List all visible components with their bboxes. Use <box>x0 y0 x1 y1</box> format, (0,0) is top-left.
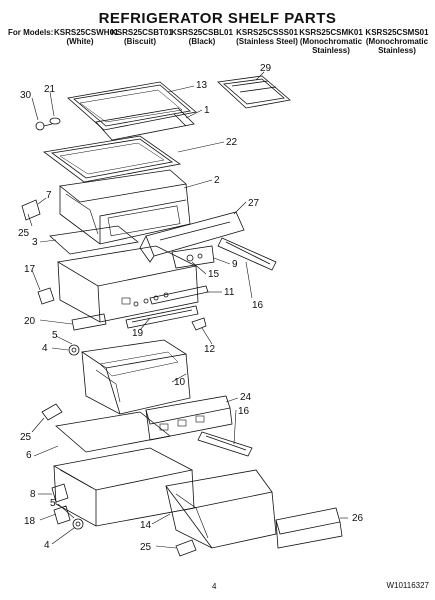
part-cover-27 <box>139 211 245 263</box>
part-drawer-14 <box>165 469 277 549</box>
part-handle-25 <box>41 403 63 421</box>
callout-7: 7 <box>46 190 52 201</box>
model-variant: (Monochromatic Stainless) <box>299 37 363 55</box>
part-control-9-15 <box>171 245 215 269</box>
part-rail-16 <box>217 237 277 271</box>
model-col-1: KSRS25CSWH01 (White) <box>54 28 118 46</box>
leader-lines <box>27 71 348 549</box>
callout-12: 12 <box>204 344 216 355</box>
callout-6: 6 <box>26 450 32 461</box>
model-col-2: KSRS25CSBT01 (Biscuit) <box>111 28 173 46</box>
model-variant: (White) <box>66 37 94 46</box>
callout-5: 5 <box>52 330 58 341</box>
callout-20: 20 <box>24 316 36 327</box>
part-screw-4-5 <box>68 344 80 356</box>
callout-13: 13 <box>196 80 208 91</box>
model-code: KSRS25CSMS01 <box>365 28 429 37</box>
callout-1: 1 <box>204 105 210 116</box>
part-panel-26 <box>275 507 343 549</box>
callout-10: 10 <box>174 377 186 388</box>
callout-16b: 16 <box>238 406 250 417</box>
part-screw-4-5b <box>72 518 84 530</box>
callout-8: 8 <box>30 489 36 500</box>
callout-11: 11 <box>224 287 235 298</box>
part-glass-3 <box>49 225 139 255</box>
part-handle-25b <box>175 539 197 557</box>
part-crisper-housing <box>56 245 199 323</box>
callout-22: 22 <box>226 137 238 148</box>
part-glass-6 <box>55 411 171 453</box>
part-bracket-12 <box>191 317 207 331</box>
part-bar-20 <box>71 313 107 331</box>
callout-29: 29 <box>260 63 272 74</box>
callout-4: 4 <box>42 343 48 354</box>
callout-24: 24 <box>240 392 252 403</box>
callout-4b: 4 <box>44 540 50 551</box>
callout-3: 3 <box>32 237 38 248</box>
model-variant: (Stainless Steel) <box>236 37 298 46</box>
callout-27: 27 <box>248 198 260 209</box>
callout-19: 19 <box>132 328 144 339</box>
callout-21: 21 <box>44 84 56 95</box>
part-bracket-7 <box>21 199 41 221</box>
model-code: KSRS25CSMK01 <box>299 28 363 37</box>
callout-30: 30 <box>20 90 32 101</box>
part-bar-19 <box>125 305 199 329</box>
part-clip-21 <box>49 117 61 125</box>
callout-18: 18 <box>24 516 36 527</box>
callout-9: 9 <box>232 259 238 270</box>
page-number: 4 <box>212 582 217 591</box>
callout-2: 2 <box>214 175 220 186</box>
callout-25b: 25 <box>20 432 32 443</box>
model-col-3: KSRS25CSBL01 (Black) <box>171 28 233 46</box>
part-bar-11 <box>149 285 209 305</box>
model-variant: (Black) <box>188 37 216 46</box>
part-shelf-frame-1 <box>95 107 195 141</box>
model-col-4: KSRS25CSSS01 (Stainless Steel) <box>235 28 299 46</box>
part-trim-24 <box>145 395 233 441</box>
model-variant: (Monochromatic Stainless) <box>365 37 429 55</box>
part-clip-18 <box>53 505 71 525</box>
callout-17: 17 <box>24 264 36 275</box>
callout-25c: 25 <box>140 542 152 553</box>
model-code: KSRS25CSBT01 <box>111 28 173 37</box>
callout-26: 26 <box>352 513 364 524</box>
part-crisper-drawer-10 <box>80 339 191 415</box>
document-number: W10116327 <box>386 581 429 590</box>
part-clip-8 <box>51 483 69 503</box>
model-code: KSRS25CSSS01 <box>236 28 298 37</box>
part-glass-shelf-22 <box>43 135 182 183</box>
part-rail-16b <box>197 431 253 457</box>
callout-5b: 5 <box>50 498 56 509</box>
part-screw-30 <box>35 121 53 131</box>
part-drawer-2 <box>59 169 191 245</box>
part-glass-shelf-13 <box>67 81 197 131</box>
model-code: KSRS25CSWH01 <box>54 28 119 37</box>
callout-16: 16 <box>252 300 264 311</box>
callout-14: 14 <box>140 520 152 531</box>
callout-labels: 29 30 21 13 1 22 2 7 27 25 3 9 15 17 11 … <box>18 63 364 553</box>
callout-25: 25 <box>18 228 30 239</box>
page-title: REFRIGERATOR SHELF PARTS <box>98 10 337 27</box>
part-rail-29 <box>217 75 291 109</box>
model-col-6: KSRS25CSMS01 (Monochromatic Stainless) <box>364 28 430 55</box>
model-variant: (Biscuit) <box>124 37 156 46</box>
part-lower-housing <box>52 447 195 527</box>
model-col-5: KSRS25CSMK01 (Monochromatic Stainless) <box>299 28 363 55</box>
part-clip-17 <box>37 287 55 305</box>
models-label: For Models: <box>8 28 54 37</box>
model-code: KSRS25CSBL01 <box>171 28 233 37</box>
callout-15: 15 <box>208 269 220 280</box>
